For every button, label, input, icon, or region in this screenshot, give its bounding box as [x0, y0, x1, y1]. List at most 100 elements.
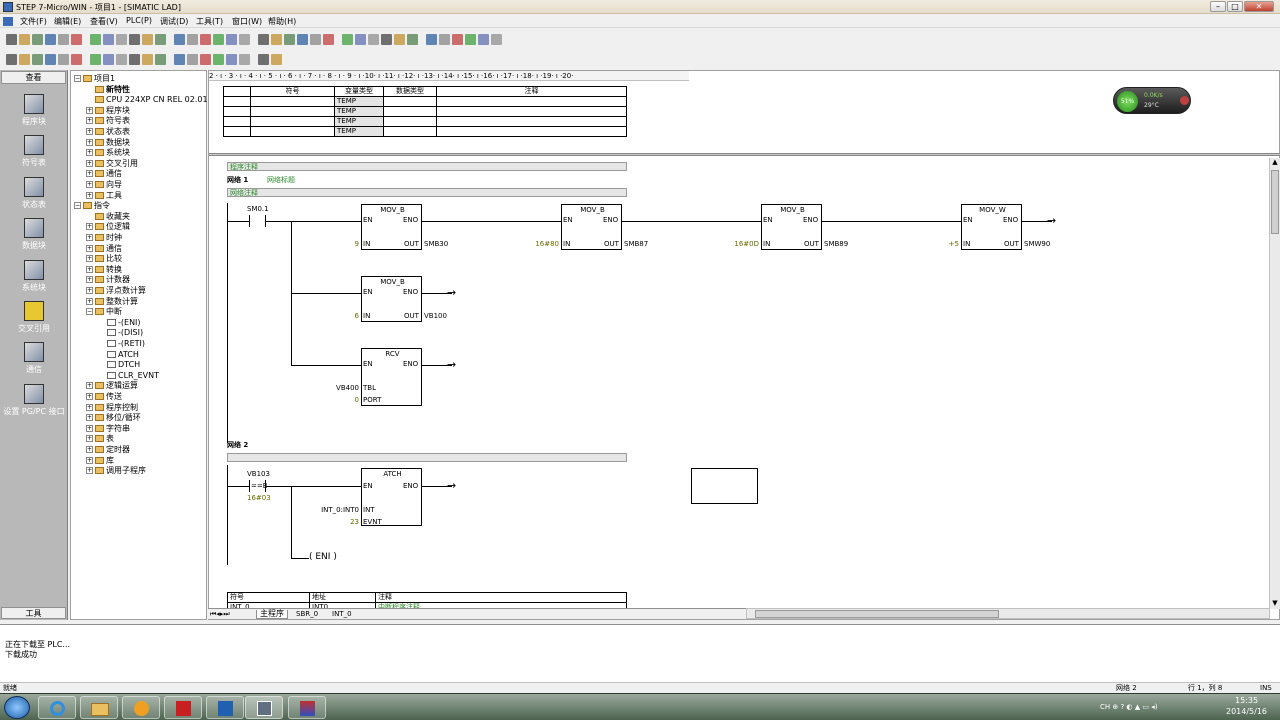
expand-toggle-icon[interactable]: − [86, 308, 93, 316]
toolbar-icon[interactable] [58, 54, 69, 65]
expand-toggle-icon[interactable]: + [86, 117, 93, 125]
toolbar-icon[interactable] [129, 54, 140, 65]
expand-toggle-icon[interactable]: + [86, 159, 93, 167]
expand-toggle-icon[interactable]: + [86, 244, 93, 252]
toolbar-icon[interactable] [71, 34, 82, 45]
explorer-taskbar-button[interactable] [80, 696, 118, 719]
toolbar-icon[interactable] [155, 54, 166, 65]
app-taskbar-button[interactable] [206, 696, 244, 719]
toolbar-icon[interactable] [71, 54, 82, 65]
nav-status-table[interactable]: 状态表 [0, 177, 68, 210]
tab-sbr0[interactable]: SBR_0 [296, 610, 319, 618]
toolbar-icon[interactable] [45, 34, 56, 45]
tree-item[interactable]: +时钟 [86, 232, 122, 243]
toolbar-icon[interactable] [394, 34, 405, 45]
selection-box[interactable] [691, 468, 758, 504]
tree-item[interactable]: +交叉引用 [86, 158, 138, 169]
function-block[interactable] [961, 204, 1022, 250]
toolbar-icon[interactable] [6, 54, 17, 65]
toolbar-icon[interactable] [239, 54, 250, 65]
expand-toggle-icon[interactable]: + [86, 138, 93, 146]
expand-toggle-icon[interactable]: + [86, 276, 93, 284]
tree-item[interactable]: +系统块 [86, 147, 130, 158]
tree-item[interactable]: +新特性 [86, 84, 130, 95]
function-block[interactable] [361, 204, 422, 250]
toolbar-icon[interactable] [103, 54, 114, 65]
widget-close-icon[interactable] [1180, 96, 1189, 105]
tree-item[interactable]: +状态表 [86, 126, 130, 137]
expand-toggle-icon[interactable]: + [86, 435, 93, 443]
table-row[interactable]: TEMP [223, 96, 627, 107]
tree-item[interactable]: +ATCH [98, 349, 139, 360]
tree-item[interactable]: +CPU 224XP CN REL 02.01 [86, 94, 208, 105]
menu-plc[interactable]: PLC(P) [126, 16, 152, 25]
toolbar-icon[interactable] [284, 34, 295, 45]
toolbar-icon[interactable] [19, 34, 30, 45]
tree-item[interactable]: +调用子程序 [86, 465, 146, 476]
toolbar-icon[interactable] [187, 34, 198, 45]
function-block[interactable] [761, 204, 822, 250]
expand-toggle-icon[interactable]: + [86, 265, 93, 273]
toolbar-icon[interactable] [368, 34, 379, 45]
tree-item[interactable]: +移位/循环 [86, 412, 141, 423]
expand-toggle-icon[interactable]: + [86, 106, 93, 114]
rcv-block[interactable] [361, 348, 422, 406]
toolbar-icon[interactable] [381, 34, 392, 45]
expand-toggle-icon[interactable]: + [86, 191, 93, 199]
archive-taskbar-button[interactable] [288, 696, 326, 719]
toolbar-icon[interactable] [90, 54, 101, 65]
nav-system-block[interactable]: 系统块 [0, 260, 68, 293]
table-row[interactable]: TEMP [223, 126, 627, 137]
toolbar-icon[interactable] [407, 34, 418, 45]
tree-item[interactable]: +浮点数计算 [86, 285, 146, 296]
toolbar-icon[interactable] [116, 54, 127, 65]
tree-item[interactable]: +转换 [86, 264, 122, 275]
hscroll-thumb[interactable] [755, 610, 999, 618]
splitter[interactable] [209, 153, 1280, 156]
toolbar-icon[interactable] [426, 34, 437, 45]
expand-toggle-icon[interactable]: − [74, 75, 81, 82]
scroll-thumb[interactable] [1271, 170, 1279, 234]
toolbar-icon[interactable] [90, 34, 101, 45]
tree-item[interactable]: +位逻辑 [86, 221, 130, 232]
tree-item[interactable]: +通信 [86, 168, 122, 179]
toolbar-icon[interactable] [239, 34, 250, 45]
nav-data-block[interactable]: 数据块 [0, 218, 68, 251]
expand-toggle-icon[interactable]: − [74, 202, 81, 210]
toolbar-icon[interactable] [142, 34, 153, 45]
close-button[interactable]: ✕ [1244, 1, 1274, 12]
tree-item[interactable]: +比较 [86, 253, 122, 264]
tree-item[interactable]: +收藏夹 [86, 211, 130, 222]
menu-help[interactable]: 帮助(H) [268, 17, 297, 26]
media-taskbar-button[interactable] [122, 696, 160, 719]
toolbar-icon[interactable] [355, 34, 366, 45]
expand-toggle-icon[interactable]: + [86, 297, 93, 305]
nav-symbol-table[interactable]: 符号表 [0, 135, 68, 168]
tree-item[interactable]: +库 [86, 455, 114, 466]
tree-item[interactable]: −项目1 [74, 73, 115, 84]
tree-item[interactable]: +计数器 [86, 274, 130, 285]
toolbar-icon[interactable] [478, 34, 489, 45]
tray-icons[interactable]: CH ⊕ ? ◐ ▲ ▭ ◂) [1100, 703, 1158, 711]
document-icon[interactable] [3, 17, 13, 26]
tree-item[interactable]: −指令 [74, 200, 110, 211]
expand-toggle-icon[interactable]: + [86, 393, 93, 400]
tree-item[interactable]: +整数计算 [86, 296, 138, 307]
toolbar-icon[interactable] [174, 34, 185, 45]
toolbar-icon[interactable] [258, 34, 269, 45]
tree-item[interactable]: +程序块 [86, 105, 130, 116]
expand-toggle-icon[interactable]: + [86, 414, 93, 422]
tree-item[interactable]: +表 [86, 433, 114, 444]
toolbar-icon[interactable] [226, 54, 237, 65]
network-1-comment[interactable]: 网络注释 [227, 188, 627, 197]
table-row[interactable]: TEMP [223, 116, 627, 127]
toolbar-icon[interactable] [342, 34, 353, 45]
eni-coil[interactable]: ( ENI ) [309, 552, 337, 563]
tree-item[interactable]: +定时器 [86, 444, 130, 455]
expand-toggle-icon[interactable]: + [86, 234, 93, 241]
expand-toggle-icon[interactable]: + [86, 128, 93, 135]
toolbar-icon[interactable] [213, 54, 224, 65]
toolbar-icon[interactable] [103, 34, 114, 45]
tree-item[interactable]: +通信 [86, 243, 122, 254]
table-row[interactable]: TEMP [223, 106, 627, 117]
